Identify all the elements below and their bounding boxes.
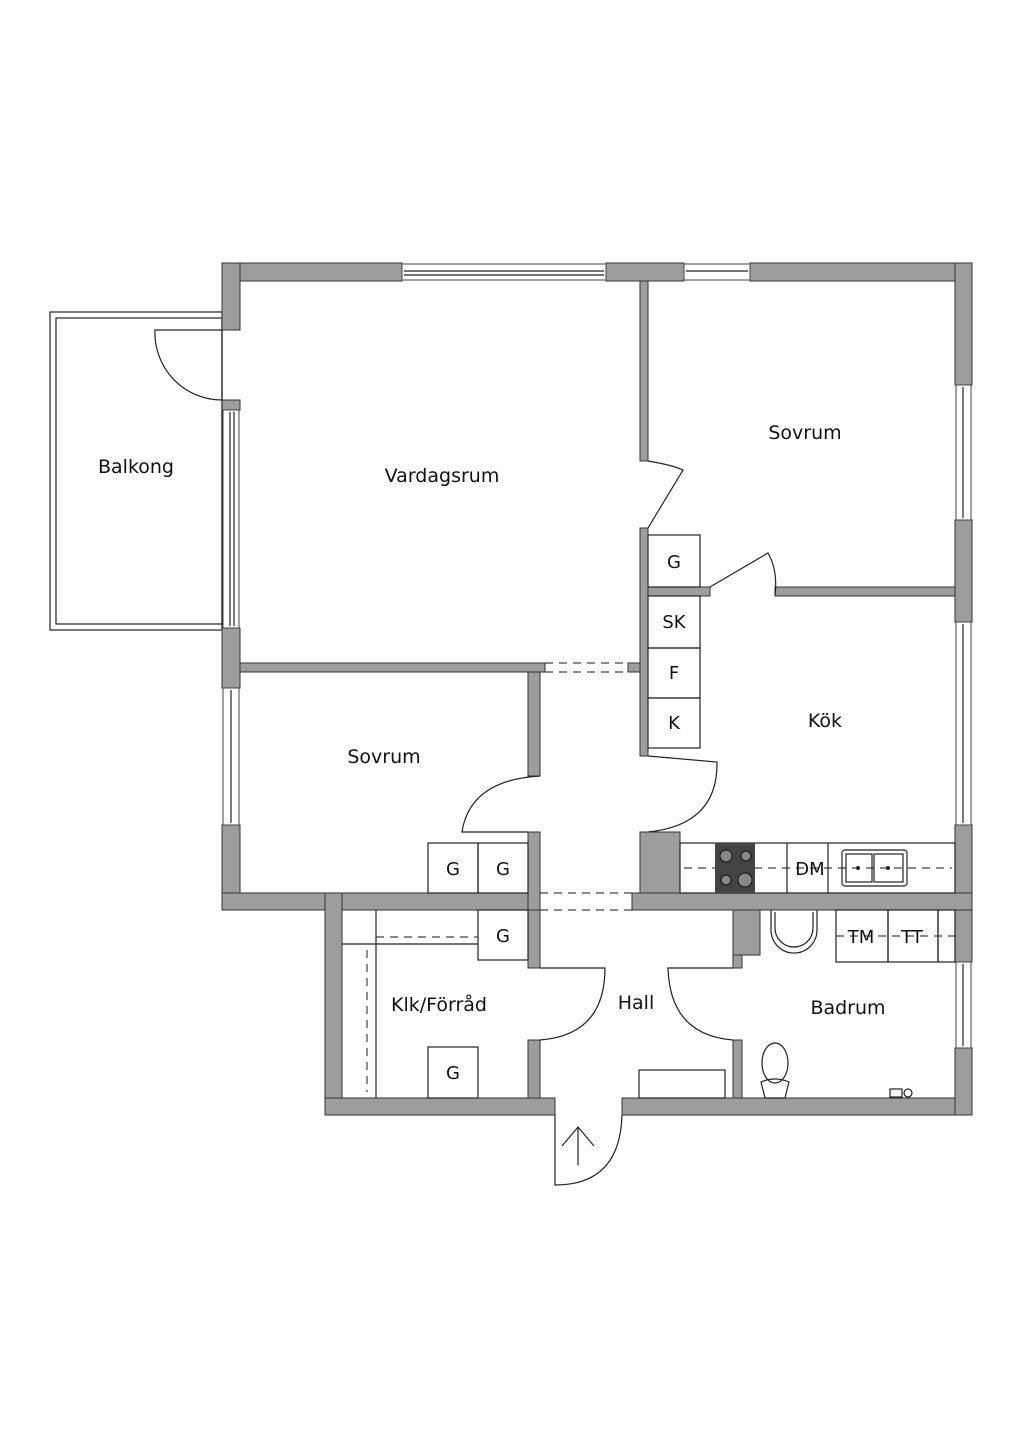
fixture-label: G xyxy=(496,926,510,947)
fixture-label: G xyxy=(446,1063,460,1084)
interior-walls xyxy=(239,280,973,1099)
fixture-label: F xyxy=(669,663,679,684)
fixture-label: G xyxy=(667,552,681,573)
room-label-badrum: Badrum xyxy=(810,997,885,1019)
fixture-label: G xyxy=(446,859,460,880)
fixture-label: DM xyxy=(795,859,824,880)
fixture-label: SK xyxy=(662,612,686,633)
room-label-sovrum-2: Sovrum xyxy=(347,746,420,768)
fixture-label: K xyxy=(668,713,681,734)
balcony xyxy=(49,311,223,631)
room-label-vardagsrum: Vardagsrum xyxy=(385,465,500,487)
toilet-icon xyxy=(760,1042,790,1099)
doors xyxy=(154,329,777,1186)
room-label-klk-forrad: Klk/Förråd xyxy=(391,993,487,1016)
washbasin-icon xyxy=(770,910,818,954)
entrance-arrow-icon xyxy=(561,1126,595,1165)
windows xyxy=(222,263,972,1049)
fixture-label: G xyxy=(496,859,510,880)
room-label-sovrum-1: Sovrum xyxy=(768,422,841,444)
stove-icon xyxy=(715,843,755,893)
openings xyxy=(540,662,632,911)
room-label-hall: Hall xyxy=(618,992,655,1014)
exterior-walls xyxy=(221,262,973,1116)
room-label-kok: Kök xyxy=(808,710,842,732)
fixture-label: TM xyxy=(847,927,875,948)
fixture-labels: G SK F K G G G G DM TM TT xyxy=(446,552,924,1084)
fixture-label: TT xyxy=(900,927,924,948)
fixtures xyxy=(342,534,956,1099)
floor-drain-icon xyxy=(889,1088,913,1098)
room-labels: Balkong Vardagsrum Sovrum Sovrum Kök Klk… xyxy=(98,422,886,1019)
room-label-balkong: Balkong xyxy=(98,456,174,478)
sink-icon xyxy=(841,849,908,887)
